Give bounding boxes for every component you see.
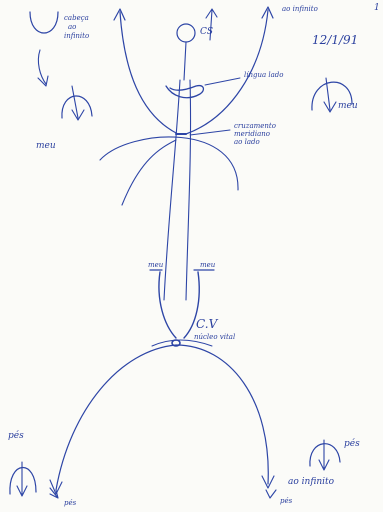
junction-left: [159, 272, 176, 338]
crossing-note-line: meridiano: [234, 130, 276, 138]
bottom-right-sub-label: pés: [280, 498, 292, 505]
left-mouth-label: meu: [36, 142, 56, 151]
foot-right-arrow-2: [266, 490, 276, 498]
foot-right-top-label: pés: [344, 440, 360, 449]
topleft-arrow: [38, 50, 48, 86]
foot-left-top-label: pés: [8, 432, 24, 441]
head-stem: [184, 42, 186, 80]
top-left-note-line: cabeça: [64, 14, 89, 23]
central-line-right: [186, 80, 191, 300]
tongue-squiggle: [166, 86, 203, 98]
cv-sub-label: núcleo vital: [194, 334, 235, 341]
side-left-label: meu: [148, 262, 163, 269]
crossing-note: cruzamento meridiano ao lado: [234, 122, 276, 146]
top-left-note-line: infinito: [64, 32, 89, 41]
lower-arch: [56, 345, 268, 490]
foot-left-arrow: [17, 462, 27, 496]
crossing-note-line: ao lado: [234, 138, 276, 146]
top-right-label: ao infinito: [282, 6, 318, 13]
right-mouth-label: meu: [338, 102, 358, 111]
crossing-note-line: cruzamento: [234, 122, 276, 130]
left-upper-curve: [120, 12, 178, 134]
top-left-note: cabeça ao infinito: [64, 14, 89, 41]
tongue-label: língua lado: [244, 72, 283, 79]
mid-diagonal: [122, 140, 176, 205]
left-mouth-arrow: [72, 86, 84, 120]
foot-right-arch: [310, 444, 340, 466]
page-number: 1: [374, 4, 380, 13]
head-circle: [177, 24, 195, 42]
crossing-pointer: [190, 130, 230, 135]
left-upper-arrow: [114, 9, 125, 20]
top-left-note-line: ao: [68, 23, 89, 32]
tongue-pointer: [205, 78, 240, 85]
date-label: 12/1/91: [312, 34, 358, 46]
crossing-arch: [100, 137, 238, 190]
foot-left-bottom-label: pés: [64, 500, 76, 507]
bottom-right-label: ao infinito: [288, 478, 334, 487]
topleft-u: [30, 12, 58, 33]
central-line-left: [164, 80, 180, 300]
cs-label: CS: [200, 28, 213, 37]
foot-left-arch: [10, 467, 36, 494]
side-right-label: meu: [200, 262, 215, 269]
cv-label: C.V: [196, 318, 217, 330]
